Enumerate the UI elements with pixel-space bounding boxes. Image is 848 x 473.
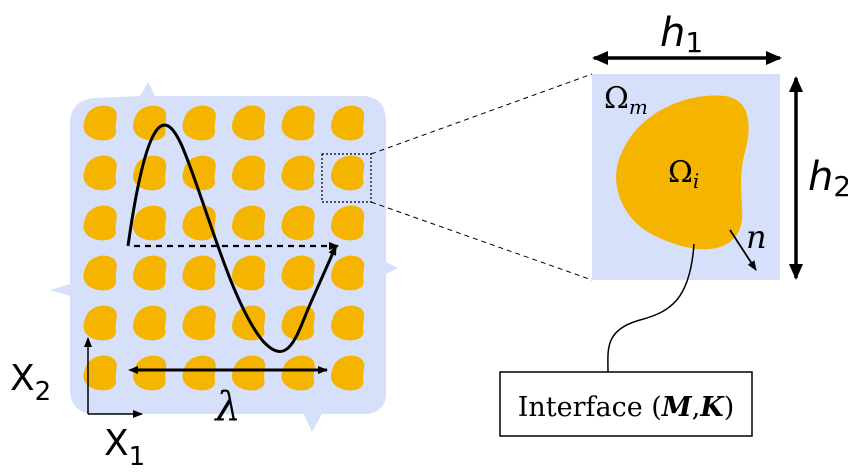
inclusion-particle: [231, 255, 266, 291]
height-label: h2: [808, 154, 848, 203]
inclusion-particle: [330, 255, 365, 291]
x1-axis-label: X1: [104, 423, 145, 468]
inclusion-particle: [83, 205, 117, 241]
interface-leader: [607, 243, 695, 373]
inclusion-particle: [182, 305, 216, 341]
inclusion-particle: [132, 155, 167, 191]
inclusion-particle: [132, 305, 167, 341]
inclusion-particle: [83, 155, 117, 191]
inclusion-particle: [231, 155, 266, 191]
matrix-domain-label: Ωm: [604, 81, 648, 119]
normal-label: n: [746, 218, 767, 256]
inclusion-particle: [132, 205, 167, 241]
inclusion-particle: [182, 155, 216, 191]
inclusion-particle: [281, 105, 315, 141]
inclusion-particle: [231, 205, 266, 241]
inclusion-particle: [132, 105, 167, 141]
inclusion-particle: [281, 255, 315, 291]
zoom-leader-bottom: [370, 201, 593, 281]
normal-vector-arrow: [729, 229, 757, 271]
unit-cell-selection-box: [321, 153, 372, 203]
zoom-leader-top: [370, 73, 593, 155]
inclusion-particle: [330, 305, 365, 341]
composite-lattice: [50, 82, 398, 432]
inclusion-particle: [83, 255, 117, 291]
inclusion-particle: [182, 255, 216, 291]
width-label: h1: [660, 10, 703, 59]
inclusion-particle: [330, 155, 365, 191]
inclusion-particle: [182, 105, 216, 141]
unit-cell: [592, 74, 780, 280]
inclusion-particle: [281, 205, 315, 241]
inclusion-domain-label: Ωi: [668, 155, 699, 193]
inclusion-particle: [132, 255, 167, 291]
inclusion-particle: [231, 105, 266, 141]
interface-callout-text: Interface (M,K): [518, 392, 735, 423]
inclusion-particle: [83, 105, 117, 141]
inclusion-shape: [616, 95, 749, 250]
wavelength-label: λ: [213, 384, 240, 430]
inclusion-particle: [330, 355, 365, 391]
wave-curve: [126, 123, 338, 353]
inclusion-particle: [83, 355, 117, 391]
interface-callout-box: [499, 371, 753, 437]
x2-axis-label: X2: [10, 358, 51, 407]
inclusion-grid: [83, 105, 365, 391]
inclusion-particle: [330, 205, 365, 241]
inclusion-particle: [83, 305, 117, 341]
inclusion-particle: [330, 105, 365, 141]
inclusion-particle: [281, 155, 315, 191]
